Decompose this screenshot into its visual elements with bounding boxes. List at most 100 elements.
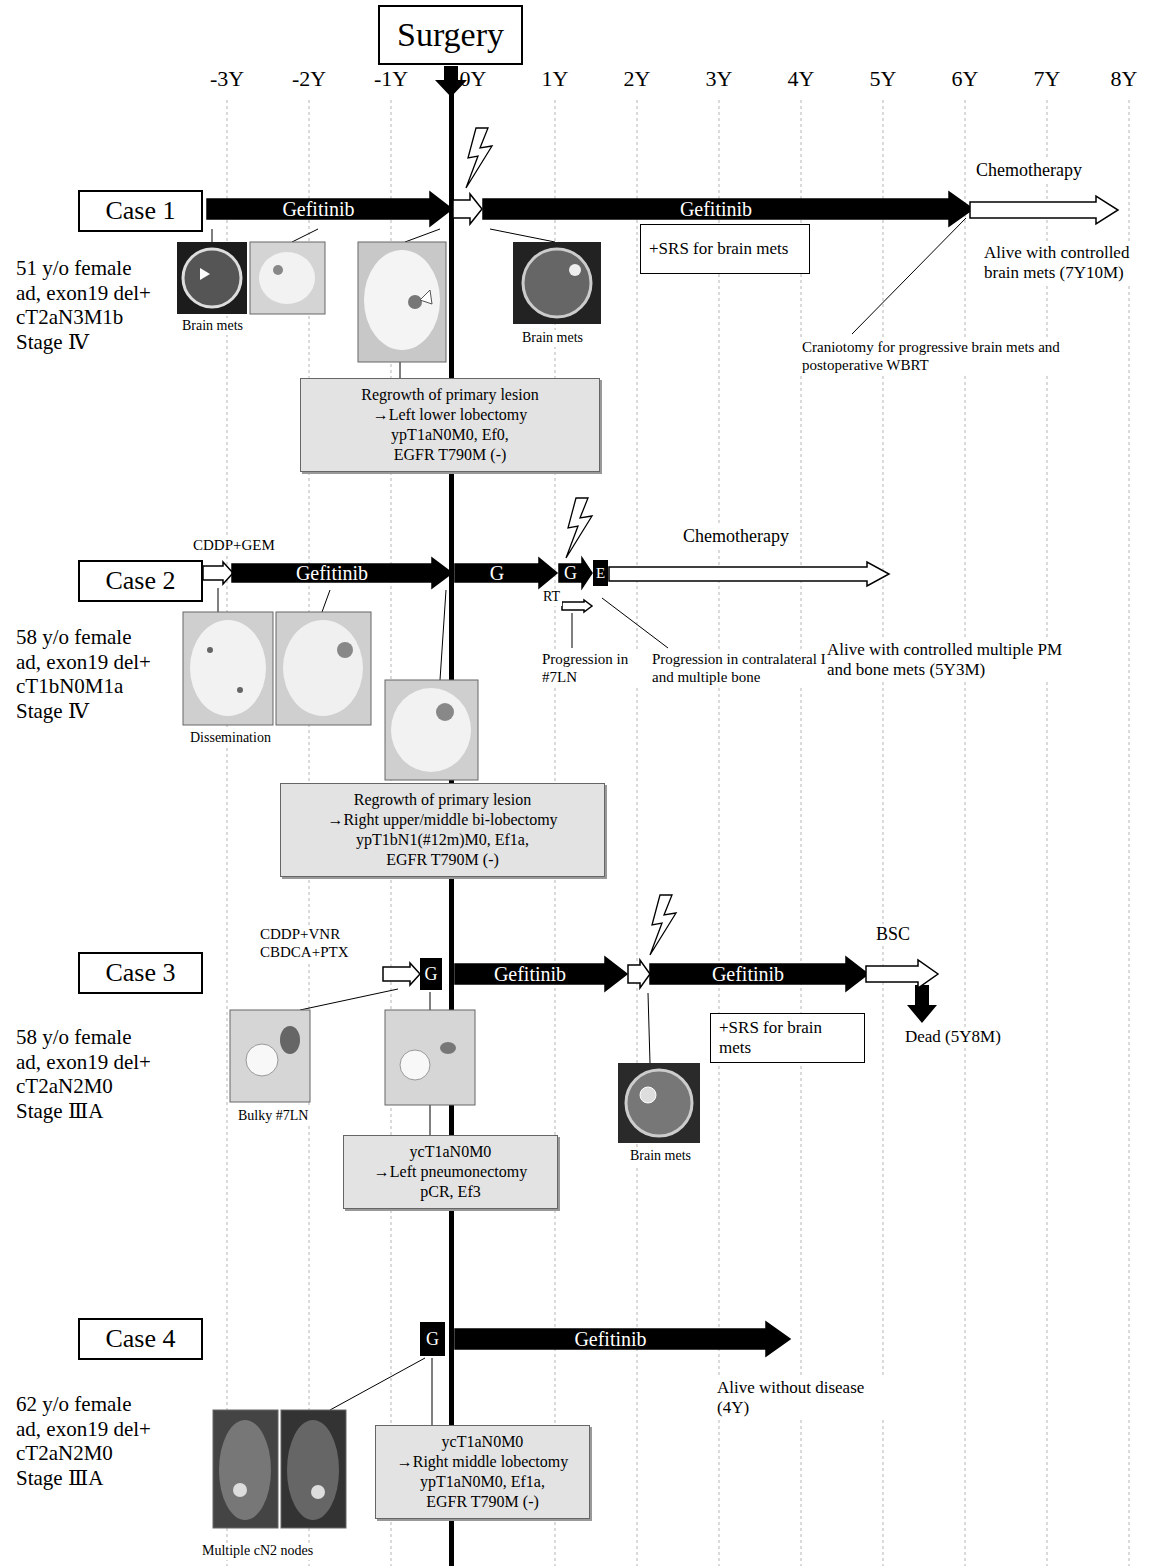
box-text: +SRS for brain mets bbox=[719, 1018, 856, 1057]
image-caption: Dissemination bbox=[188, 730, 273, 747]
result-line: ycT1aN0M0 bbox=[352, 1142, 549, 1162]
ct-images bbox=[177, 242, 700, 1528]
patient-info: 58 y/o female bbox=[14, 1025, 133, 1050]
axis-year-label: 5Y bbox=[843, 66, 923, 92]
image-caption: Multiple cN2 nodes bbox=[200, 1543, 315, 1560]
event-note: Craniotomy for progressive brain mets an… bbox=[800, 338, 1114, 374]
arrow-outline bbox=[383, 963, 420, 985]
arrow-outline bbox=[866, 960, 938, 988]
therapy-name: Gefitinib bbox=[680, 198, 752, 221]
therapy-name: Gefitinib bbox=[296, 562, 368, 585]
patient-info: cT2aN2M0 bbox=[14, 1074, 115, 1099]
arrow-label-area: Gefitinib bbox=[483, 192, 949, 226]
axis-year-label: 8Y bbox=[1084, 66, 1164, 92]
treatment-arrow: RT bbox=[562, 600, 592, 612]
case-box: Case 1 bbox=[78, 190, 203, 232]
result-line: ypT1aN0M0, Ef0, bbox=[309, 425, 591, 445]
event-note: Progression in #7LN bbox=[540, 650, 642, 686]
patient-info: Stage Ⅳ bbox=[14, 330, 91, 355]
arrow-label-area: Gefitinib bbox=[455, 1322, 766, 1356]
therapy-arrow: Gefitinib bbox=[232, 558, 452, 588]
arrow-heading: BSC bbox=[874, 924, 912, 946]
surgery-result-box: Regrowth of primary lesion→Left lower lo… bbox=[300, 378, 600, 472]
patient-info: ad, exon19 del+ bbox=[14, 650, 153, 675]
axis-year-label: 7Y bbox=[1007, 66, 1087, 92]
patient-info: Stage ⅢA bbox=[14, 1466, 105, 1491]
therapy-name: Gefitinib bbox=[494, 963, 566, 986]
arrow-outline bbox=[970, 196, 1118, 224]
patient-info: cT2aN3M1b bbox=[14, 305, 125, 330]
arrow-outline bbox=[455, 1322, 790, 1356]
patient-info: 51 y/o female bbox=[14, 256, 133, 281]
patient-info: ad, exon19 del+ bbox=[14, 1050, 153, 1075]
patient-info: 58 y/o female bbox=[14, 625, 133, 650]
box-text: +SRS for brain mets bbox=[649, 239, 788, 259]
result-line: Regrowth of primary lesion bbox=[309, 385, 591, 405]
result-line: →Right middle lobectomy bbox=[384, 1452, 581, 1472]
therapy-name: Gefitinib bbox=[712, 963, 784, 986]
surgery-result-box: ycT1aN0M0→Left pneumonectomypCR, Ef3 bbox=[343, 1135, 558, 1209]
arrow-shape bbox=[866, 960, 938, 988]
therapy-name: Gefitinib bbox=[282, 198, 354, 221]
image-caption: Brain mets bbox=[180, 318, 245, 335]
arrow-heading: CDDP+VNRCBDCA+PTX bbox=[258, 925, 350, 961]
arrow-outline bbox=[232, 558, 452, 588]
therapy-arrow: Gefitinib bbox=[455, 957, 627, 991]
therapy-arrow: G bbox=[559, 558, 592, 588]
therapy-name: Chemotherapy bbox=[683, 526, 789, 548]
drug-block: G bbox=[420, 958, 442, 990]
arrow-heading: RT bbox=[541, 589, 562, 606]
therapy-arrow: Gefitinib bbox=[207, 192, 452, 226]
treatment-arrow: CDDP+GEM bbox=[203, 562, 233, 584]
axis-year-label: 4Y bbox=[761, 66, 841, 92]
therapy-arrow: Gefitinib bbox=[483, 192, 973, 226]
patient-info: cT1bN0M1a bbox=[14, 674, 125, 699]
arrow-outline bbox=[609, 562, 889, 586]
therapy-name: Gefitinib bbox=[574, 1328, 646, 1351]
case-box: Surgery bbox=[378, 5, 523, 65]
case-box: +SRS for brain mets bbox=[640, 224, 810, 274]
drug-letter: G bbox=[426, 1329, 439, 1350]
axis-year-label: 2Y bbox=[597, 66, 677, 92]
patient-info: cT2aN2M0 bbox=[14, 1441, 115, 1466]
therapy-arrow: Gefitinib bbox=[455, 1322, 790, 1356]
axis-year-label: 0Y bbox=[433, 66, 513, 92]
arrow-outline bbox=[207, 192, 452, 226]
therapy-name: Chemotherapy bbox=[976, 160, 1082, 182]
arrow-label-area: Gefitinib bbox=[455, 957, 605, 991]
patient-info: Stage ⅢA bbox=[14, 1099, 105, 1124]
treatment-arrow: Chemotherapy bbox=[970, 196, 1118, 224]
therapy-name: G bbox=[564, 563, 577, 584]
case-box: Case 2 bbox=[78, 560, 203, 602]
drug-letter: E bbox=[596, 565, 605, 582]
result-line: →Left lower lobectomy bbox=[309, 405, 591, 425]
arrow-shape bbox=[609, 562, 889, 586]
result-line: EGFR T790M (-) bbox=[289, 850, 596, 870]
therapy-name: CBDCA+PTX bbox=[260, 943, 348, 961]
therapy-name: G bbox=[490, 562, 504, 585]
case-box: Case 4 bbox=[78, 1318, 203, 1360]
result-line: ypT1aN0M0, Ef1a, bbox=[384, 1472, 581, 1492]
axis-year-label: -1Y bbox=[351, 66, 431, 92]
result-line: Regrowth of primary lesion bbox=[289, 790, 596, 810]
image-caption: Brain mets bbox=[520, 330, 585, 347]
box-text: Case 2 bbox=[105, 566, 175, 596]
patient-info: 62 y/o female bbox=[14, 1392, 133, 1417]
patient-info: ad, exon19 del+ bbox=[14, 1417, 153, 1442]
image-caption: Bulky #7LN bbox=[236, 1108, 310, 1125]
surgery-result-box: ycT1aN0M0→Right middle lobectomyypT1aN0M… bbox=[375, 1425, 590, 1519]
outcome-note: Alive without disease (4Y) bbox=[715, 1378, 884, 1419]
case-box: Case 3 bbox=[78, 952, 203, 994]
drug-block: E bbox=[593, 560, 608, 586]
treatment-arrow: Chemotherapy bbox=[609, 562, 889, 586]
axis-year-label: -3Y bbox=[187, 66, 267, 92]
arrow-label-area: G bbox=[559, 558, 582, 588]
axis-year-label: 6Y bbox=[925, 66, 1005, 92]
arrow-outline bbox=[455, 957, 627, 991]
death-arrow bbox=[907, 985, 937, 1023]
axis-year-label: -2Y bbox=[269, 66, 349, 92]
therapy-name: BSC bbox=[876, 924, 910, 946]
arrow-heading: CDDP+GEM bbox=[191, 536, 277, 554]
therapy-name: CDDP+GEM bbox=[193, 536, 275, 554]
